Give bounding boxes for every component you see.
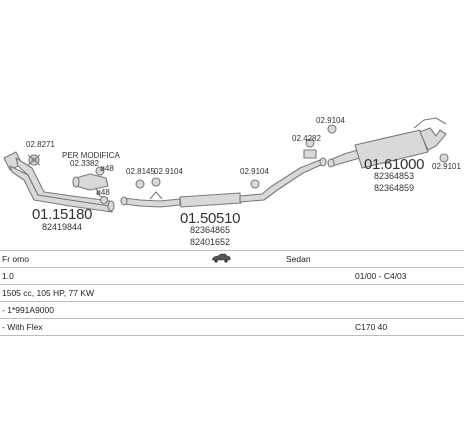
fitting-label: PER MODIFICA xyxy=(62,151,120,160)
fitting-label: 02.9101 xyxy=(432,162,461,171)
option-note: - With Flex xyxy=(2,322,43,332)
option-code: C170 40 xyxy=(355,322,388,332)
production-dates: 01/00 - C4/03 xyxy=(355,271,407,281)
engine-spec: 1505 cc, 105 HP, 77 KW xyxy=(2,288,94,298)
engine-size: 1.0 xyxy=(2,271,14,281)
fitting-label: 02.4282 xyxy=(292,134,321,143)
diameter-label: ø48 xyxy=(100,164,114,173)
rear-silencer-shape xyxy=(327,117,447,169)
exhaust-system-diagram: 02.8271 PER MODIFICA 02.3382 ø48 ø48 02.… xyxy=(3,116,461,247)
table-row: 1505 cc, 105 HP, 77 KW xyxy=(0,285,464,302)
middle-silencer-shape xyxy=(120,157,327,208)
part-number[interactable]: 01.50510 xyxy=(180,210,241,227)
part-number[interactable]: 01.61000 xyxy=(364,156,425,173)
diameter-label: ø48 xyxy=(96,188,110,197)
oe-reference: 82419844 xyxy=(42,222,83,232)
car-sedan-icon xyxy=(211,253,231,263)
oe-reference: 82401652 xyxy=(190,237,231,247)
fitting-label: 02.9104 xyxy=(316,116,345,125)
front-pipe-shape xyxy=(3,151,115,213)
fitting-label: 02.9104 xyxy=(154,167,183,176)
table-row: Fr omo Sedan xyxy=(0,250,464,268)
oe-reference: 82364859 xyxy=(374,183,415,193)
adapter-pipe-shape xyxy=(72,166,109,199)
model-name: Fr omo xyxy=(2,254,29,264)
fitting-label: 02.9104 xyxy=(240,167,269,176)
vehicle-info-table: Fr omo Sedan 1.0 01/00 - C4/03 1505 cc, … xyxy=(0,250,464,336)
fitting-label: 02.8271 xyxy=(26,140,55,149)
small-clamp-shape xyxy=(99,195,109,205)
fitting-label: 02.8145 xyxy=(126,167,155,176)
oe-reference: 82364865 xyxy=(190,225,231,235)
table-row: - With Flex C170 40 xyxy=(0,319,464,336)
fitting-label: 02.3382 xyxy=(70,159,99,168)
rear-clamp-shape xyxy=(303,124,449,163)
exhaust-diagram-svg xyxy=(3,117,449,213)
table-row: 1.0 01/00 - C4/03 xyxy=(0,268,464,285)
part-number[interactable]: 01.15180 xyxy=(32,206,93,223)
body-type: Sedan xyxy=(286,254,311,264)
front-clamp-shape xyxy=(27,154,41,166)
table-row: - 1*991A9000 xyxy=(0,302,464,319)
engine-code: - 1*991A9000 xyxy=(2,305,54,315)
oe-reference: 82364853 xyxy=(374,171,415,181)
middle-clamp-shape xyxy=(135,177,260,189)
